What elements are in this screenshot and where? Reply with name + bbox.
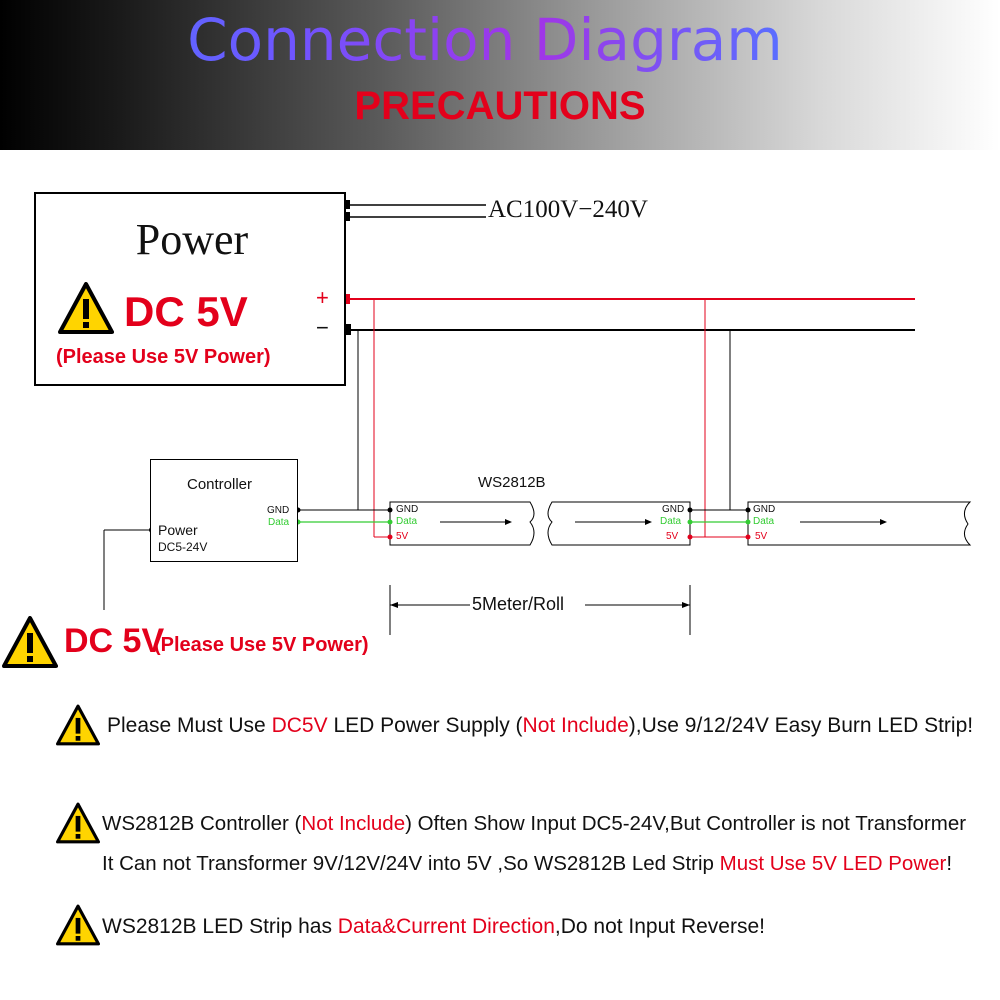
header-banner: Connection Diagram PRECAUTIONS (0, 0, 1000, 150)
precaution-3-part: ,Do not Input Reverse! (554, 915, 765, 938)
controller-title: Controller (187, 476, 253, 493)
controller-power-range: DC5-24V (158, 540, 208, 554)
negative-sign: − (316, 315, 329, 340)
controller-power-label: Power (158, 522, 198, 538)
controller-data-label: Data (268, 517, 290, 528)
length-arrow-right (682, 602, 690, 608)
positive-sign: + (316, 285, 329, 310)
seg1-data-label: Data (396, 516, 418, 527)
seg3-gnd-dot (745, 507, 751, 513)
seg3-v5-label: 5V (755, 531, 768, 542)
power-supply-title: Power (135, 215, 249, 264)
strip-segment-2 (547, 501, 691, 546)
direction-arrowhead-2 (645, 519, 652, 525)
controller-power-voltage: DC 5V (64, 622, 165, 660)
seg2-v5-dot (687, 534, 693, 540)
precaution-2-part: WS2812B Controller ( (102, 812, 302, 835)
seg3-v5-dot (745, 534, 751, 540)
seg3-data-dot (745, 519, 751, 525)
warning-icon (58, 282, 114, 334)
direction-arrowhead-1 (505, 519, 512, 525)
precaution-1-part: DC5V (271, 714, 328, 737)
roll-length-label: 5Meter/Roll (472, 594, 565, 614)
page-title: Connection Diagram (0, 6, 970, 74)
strip-name: WS2812B (478, 474, 546, 491)
seg1-v5-dot (387, 534, 393, 540)
controller-power-note: (Please Use 5V Power) (154, 634, 369, 656)
strip-segment-3 (747, 501, 972, 546)
precaution-2-line-1: WS2812B Controller (Not Include) Often S… (102, 812, 966, 836)
precaution-2-part: Must Use 5V LED Power (719, 852, 947, 875)
precaution-3: WS2812B LED Strip has Data&Current Direc… (102, 915, 765, 939)
precaution-1-part: Not Include (522, 714, 629, 737)
warning-icon (56, 802, 100, 844)
seg1-v5-label: 5V (396, 531, 409, 542)
warning-icon (56, 904, 100, 946)
strip-segment-1 (389, 501, 535, 546)
precaution-2-line-2: It Can not Transformer 9V/12V/24V into 5… (102, 852, 952, 876)
precaution-3-part: WS2812B LED Strip has (102, 915, 338, 938)
length-arrow-left (390, 602, 398, 608)
precaution-1: Please Must Use DC5V LED Power Supply (N… (107, 714, 973, 738)
warning-icon (2, 616, 58, 668)
seg1-gnd-dot (387, 507, 393, 513)
precaution-2-part: ) Often Show Input DC5-24V,But Controlle… (405, 812, 967, 835)
seg3-data-label: Data (753, 516, 775, 527)
precaution-1-part: ),Use 9/12/24V Easy Burn LED Strip! (628, 714, 974, 737)
seg2-v5-label: 5V (666, 531, 679, 542)
precaution-2-part: It Can not Transformer 9V/12V/24V into 5… (102, 852, 720, 875)
precaution-2-part: ! (946, 852, 953, 875)
controller-box: Controller GND Data Power DC5-24V (150, 459, 298, 562)
seg1-data-dot (387, 519, 393, 525)
power-supply-box: Power DC 5V (Please Use 5V Power) (34, 192, 346, 386)
controller-gnd-label: GND (267, 505, 290, 516)
seg3-gnd-label: GND (753, 504, 776, 515)
power-note: (Please Use 5V Power) (56, 346, 271, 368)
warning-icon (56, 704, 100, 746)
seg2-data-label: Data (660, 516, 682, 527)
page-subtitle: PRECAUTIONS (354, 84, 646, 128)
seg1-gnd-label: GND (396, 504, 419, 515)
seg2-gnd-label: GND (662, 504, 685, 515)
seg2-data-dot (687, 519, 693, 525)
precaution-1-part: Please Must Use (107, 714, 272, 737)
precaution-2-part: Not Include (301, 812, 406, 835)
power-voltage-label: DC 5V (124, 288, 248, 335)
ac-input-label: AC100V−240V (488, 196, 648, 223)
direction-arrowhead-3 (880, 519, 887, 525)
seg2-gnd-dot (687, 507, 693, 513)
precaution-3-part: Data&Current Direction (337, 915, 555, 938)
precaution-1-part: LED Power Supply ( (327, 714, 523, 737)
